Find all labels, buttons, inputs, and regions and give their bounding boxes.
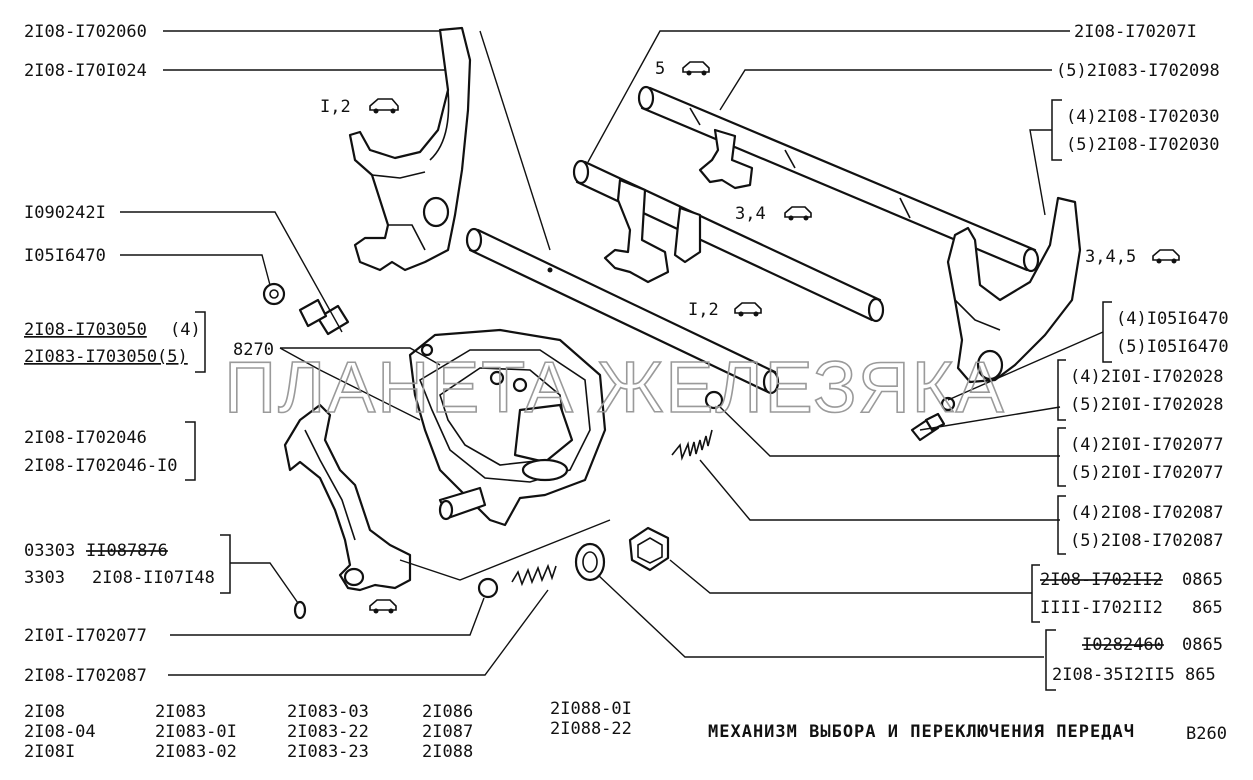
part-label: (4)2I08-I702087 xyxy=(1070,503,1224,523)
part-label: (5)2I08-I702030 xyxy=(1066,135,1220,155)
part-label: 2I08-I702046-I0 xyxy=(24,456,178,476)
part-label: I05I6470 xyxy=(24,246,106,266)
model-code: 2I08 xyxy=(24,702,65,722)
model-code: 2I08-04 xyxy=(24,722,96,742)
model-code: 2I088-22 xyxy=(550,719,632,739)
gear-label-345: 3,4,5 xyxy=(1085,247,1136,267)
car-icon xyxy=(369,98,399,114)
part-label: (5)2I0I-I702028 xyxy=(1070,395,1224,415)
part-label: 2I08-35I2II5 865 xyxy=(1052,665,1216,685)
spring-right xyxy=(671,429,713,461)
plug-bolt xyxy=(628,526,670,572)
part-label-prefix: 03303 xyxy=(24,541,75,561)
part-label: (5)2I0I-I702077 xyxy=(1070,463,1224,483)
leader-lines xyxy=(120,30,1104,676)
part-label: 2I08-I702II2 xyxy=(1040,570,1163,590)
gear-label-12-top: I,2 xyxy=(320,97,351,117)
model-code: 2I08I xyxy=(24,742,75,762)
car-icon xyxy=(1152,249,1180,264)
model-code: 2I087 xyxy=(422,722,473,742)
model-code: 2I088 xyxy=(422,742,473,762)
shift-rod-34 xyxy=(572,159,885,323)
model-code: 2I083-23 xyxy=(287,742,369,762)
model-code: 2I083-02 xyxy=(155,742,237,762)
part-label: (4)I05I6470 xyxy=(1116,309,1229,329)
model-list: 2I08 2I08-04 2I08I 2I083 2I083-0I 2I083-… xyxy=(24,699,632,762)
shift-fork-left xyxy=(348,26,472,272)
label-brackets xyxy=(185,99,1112,691)
shift-rod-5 xyxy=(637,85,1040,273)
model-code: 2I083-22 xyxy=(287,722,369,742)
part-label: 2I08-I702046 xyxy=(24,428,147,448)
model-code: 2I083 xyxy=(155,702,206,722)
part-label-suffix: 865 xyxy=(1192,598,1223,618)
model-code: 2I088-0I xyxy=(550,699,632,719)
part-label: I090242I xyxy=(24,203,106,223)
part-label: 2I08-II07I48 xyxy=(92,568,215,588)
part-label-suffix: (4) xyxy=(170,320,201,340)
diagram-title: МЕХАНИЗМ ВЫБОРА И ПЕРЕКЛЮЧЕНИЯ ПЕРЕДАЧ xyxy=(708,722,1135,742)
part-label: II087876 xyxy=(86,541,168,561)
part-label: (4)2I0I-I702028 xyxy=(1070,367,1224,387)
car-icon xyxy=(682,61,710,76)
gear-label-34: 3,4 xyxy=(735,204,766,224)
part-label-suffix: 0865 xyxy=(1182,635,1223,655)
part-label-suffix: 0865 xyxy=(1182,570,1223,590)
model-code: 2I083-0I xyxy=(155,722,237,742)
part-label: (5)2I08-I702087 xyxy=(1070,531,1224,551)
part-label: (4)2I08-I702030 xyxy=(1066,107,1220,127)
lock-washer-right xyxy=(940,396,956,412)
shift-fork-right xyxy=(946,196,1082,384)
part-label: 2I08-I70I024 xyxy=(24,61,147,81)
part-label: (5)2I083-I702098 xyxy=(1056,61,1220,81)
part-label: 2I0I-I702077 xyxy=(24,626,147,646)
interlock-lever xyxy=(283,403,412,592)
ball-right xyxy=(704,390,724,410)
part-label: I0282460 xyxy=(1082,635,1164,655)
selector-housing xyxy=(408,328,607,527)
shift-rod-12 xyxy=(465,227,780,395)
model-code: 2I083-03 xyxy=(287,702,369,722)
watermark: ПЛАНЕТА ЖЕЛЕЗЯКА xyxy=(224,348,1006,428)
part-label: 2I08-I703050 xyxy=(24,320,147,340)
part-label: 2I08-I702087 xyxy=(24,666,147,686)
spring-left xyxy=(511,563,557,587)
gear-label-5: 5 xyxy=(655,59,665,79)
part-label: IIII-I702II2 xyxy=(1040,598,1163,618)
part-label: 2I083-I703050(5) xyxy=(24,347,188,367)
part-label: 2I08-I70207I xyxy=(1074,22,1197,42)
gear-label-12-mid: I,2 xyxy=(688,300,719,320)
lock-washer-left xyxy=(262,282,286,306)
car-icon xyxy=(734,302,762,317)
model-code: 2I086 xyxy=(422,702,473,722)
part-label: (5)I05I6470 xyxy=(1116,337,1229,357)
part-label: (4)2I0I-I702077 xyxy=(1070,435,1224,455)
ball-left xyxy=(477,577,499,599)
clip-small xyxy=(293,600,307,620)
part-label-prefix: 3303 xyxy=(24,568,65,588)
car-icon xyxy=(784,206,812,221)
page-code: B260 xyxy=(1186,724,1227,744)
seal-ring xyxy=(574,542,606,582)
part-label: 2I08-I702060 xyxy=(24,22,147,42)
bolt-left xyxy=(298,298,350,336)
part-label: 8270 xyxy=(233,340,274,360)
car-icon xyxy=(369,599,397,614)
